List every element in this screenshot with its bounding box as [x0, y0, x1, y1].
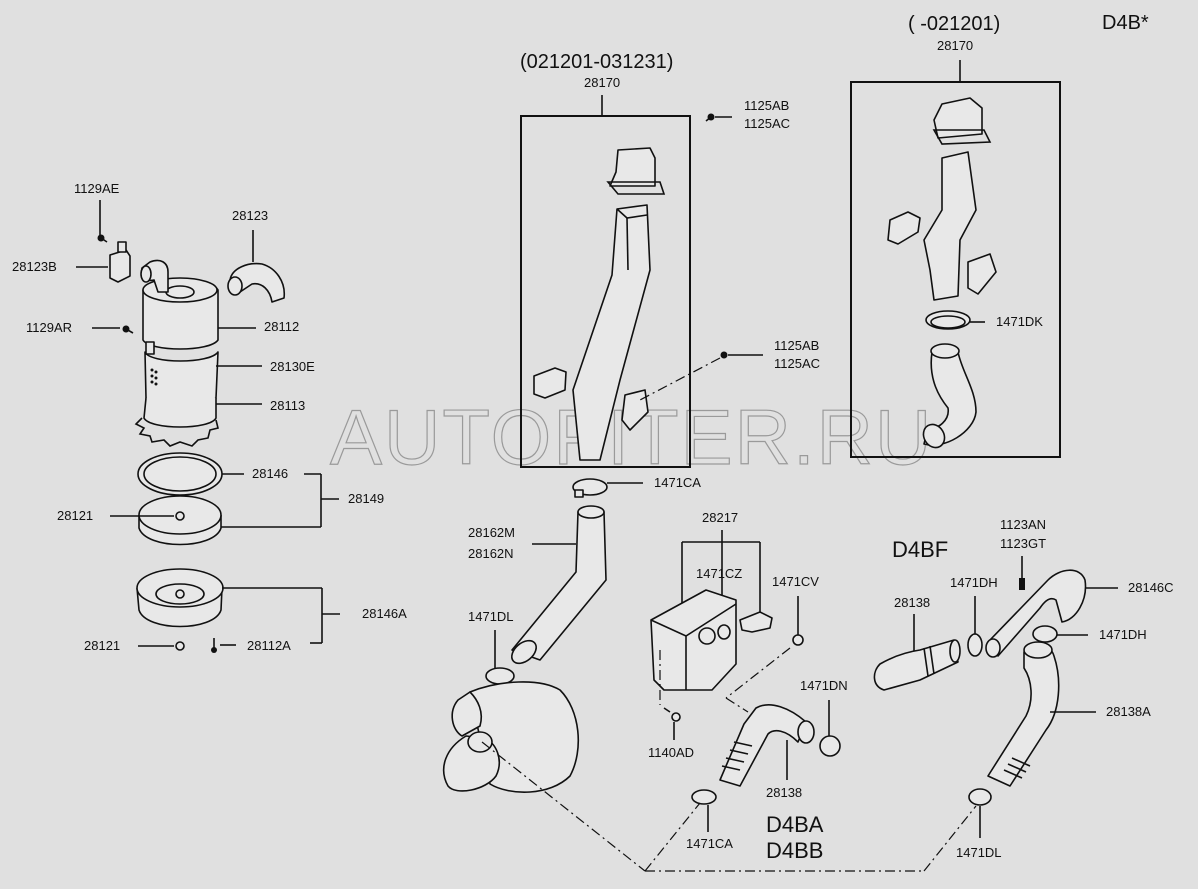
label-28138A: 28138A: [1106, 704, 1151, 719]
variant-period-1: (021201-031231): [520, 51, 673, 73]
duct-part: [923, 151, 977, 301]
bolt-icon: [1019, 578, 1025, 590]
bracket-part: [967, 253, 997, 295]
label-1123GT: 1123GT: [1000, 536, 1046, 551]
label-1125AC-mid: 1125AC: [774, 356, 820, 371]
label-28121-top: 28121: [57, 508, 93, 523]
clamp-part: [819, 735, 841, 757]
label-28113: 28113: [270, 398, 305, 413]
corrugation: [1003, 757, 1031, 779]
label-1471DH-left: 1471DH: [950, 575, 998, 590]
elbow-hose-part: [229, 262, 286, 303]
label-28123B: 28123B: [12, 259, 57, 274]
label-1140AD: 1140AD: [648, 745, 694, 760]
hose-28138A-part: [987, 643, 1060, 787]
label-28146A: 28146A: [362, 606, 407, 621]
intake-snorkel-part: [933, 97, 983, 139]
bracket-part: [533, 367, 567, 399]
bracket-part: [621, 389, 649, 431]
label-1471CV: 1471CV: [772, 574, 819, 589]
bolt-icon: [705, 113, 715, 122]
clamp-part: [691, 789, 717, 805]
label-28146: 28146: [252, 466, 288, 481]
air-filter-housing-part: [442, 681, 580, 793]
label-1129AE: 1129AE: [74, 181, 120, 196]
variant-part-no-1: 28170: [584, 75, 620, 90]
label-28121-bottom: 28121: [84, 638, 120, 653]
label-28149: 28149: [348, 491, 384, 506]
nut-icon: [175, 641, 185, 651]
bracket-part: [109, 241, 131, 283]
bolt-icon: [122, 325, 134, 334]
bolt-icon: [97, 234, 108, 243]
clamp-part: [968, 788, 992, 806]
nut-icon: [175, 511, 185, 521]
label-1471DL-left: 1471DL: [468, 609, 514, 624]
vent-dots: [150, 368, 158, 386]
label-1125AC-top: 1125AC: [744, 116, 790, 131]
clamp-part: [967, 633, 983, 657]
hose-28146C-part: [989, 569, 1087, 657]
label-1471DL-right: 1471DL: [956, 845, 1002, 860]
intake-hose-part: [511, 511, 607, 661]
clamp-part: [1032, 625, 1058, 643]
small-hose-part: [739, 611, 773, 633]
resonator-part: [650, 589, 737, 691]
label-1125AB-top: 1125AB: [744, 98, 789, 113]
label-28112: 28112: [264, 319, 299, 334]
element-ring-part: [137, 452, 223, 496]
label-28217: 28217: [702, 510, 738, 525]
label-28130E: 28130E: [270, 359, 315, 374]
model-code-d4bb: D4BB: [766, 838, 823, 863]
body-part: [143, 397, 217, 428]
model-code-d4bf: D4BF: [892, 537, 948, 562]
label-1125AB-mid: 1125AB: [774, 338, 819, 353]
label-28162M: 28162M: [468, 525, 515, 540]
clamp-part: [485, 667, 515, 685]
clamp-icon: [792, 634, 804, 646]
bracket-part: [887, 211, 921, 245]
label-28138-d4ba: 28138: [766, 785, 802, 800]
variant-part-no-2: 28170: [937, 38, 973, 53]
bolt-icon: [663, 707, 681, 722]
label-28123: 28123: [232, 208, 268, 223]
label-1471DH-right: 1471DH: [1099, 627, 1147, 642]
air-cleaner-assembly: 1129AE 28123B 28123 28112 1129AR 2: [12, 181, 407, 653]
label-28138-d4bf: 28138: [894, 595, 930, 610]
label-1123AN: 1123AN: [1000, 517, 1046, 532]
label-1471DN: 1471DN: [800, 678, 848, 693]
intake-snorkel-part: [609, 147, 656, 187]
label-1129AR: 1129AR: [26, 320, 72, 335]
variant-box-pre-2002: ( -021201) 28170 1471DK: [850, 13, 1061, 458]
model-code-d4ba: D4BA: [766, 812, 824, 837]
label-28112A: 28112A: [247, 638, 291, 653]
label-28162N: 28162N: [468, 546, 514, 561]
corrugated-hose-part: [719, 704, 807, 787]
variant-box-2002-2003: (021201-031231) 28170 1125AB 1125AC 1125…: [520, 51, 820, 468]
corrugation: [721, 741, 753, 771]
label-1471CA-top: 1471CA: [654, 475, 701, 490]
bolt-icon: [720, 351, 728, 359]
hose-part: [923, 351, 977, 446]
hose-28138-part: [873, 639, 959, 691]
label-1471DK: 1471DK: [996, 314, 1043, 329]
duct-part: [572, 204, 651, 461]
label-1471CA-bottom: 1471CA: [686, 836, 733, 851]
engine-code: D4B*: [1102, 12, 1149, 34]
variant-period-2: ( -021201): [908, 13, 1000, 35]
label-1471CZ: 1471CZ: [696, 566, 742, 581]
label-28146C: 28146C: [1128, 580, 1174, 595]
clamp-part: [925, 310, 971, 330]
clip-icon: [211, 638, 217, 653]
